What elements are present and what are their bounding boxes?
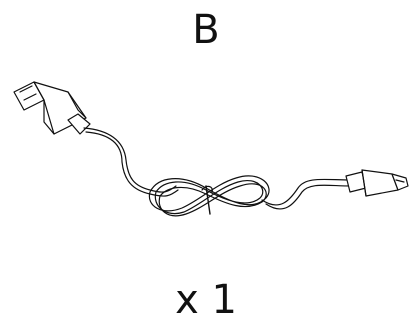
cable-right: [261, 178, 351, 206]
micro-usb-plug: [345, 169, 409, 197]
part-letter: B: [192, 7, 220, 53]
cable-coil: [148, 175, 270, 217]
quantity-label: x 1: [175, 277, 237, 323]
usb-cable-icon: [13, 81, 409, 217]
usb-a-plug: [13, 81, 91, 135]
